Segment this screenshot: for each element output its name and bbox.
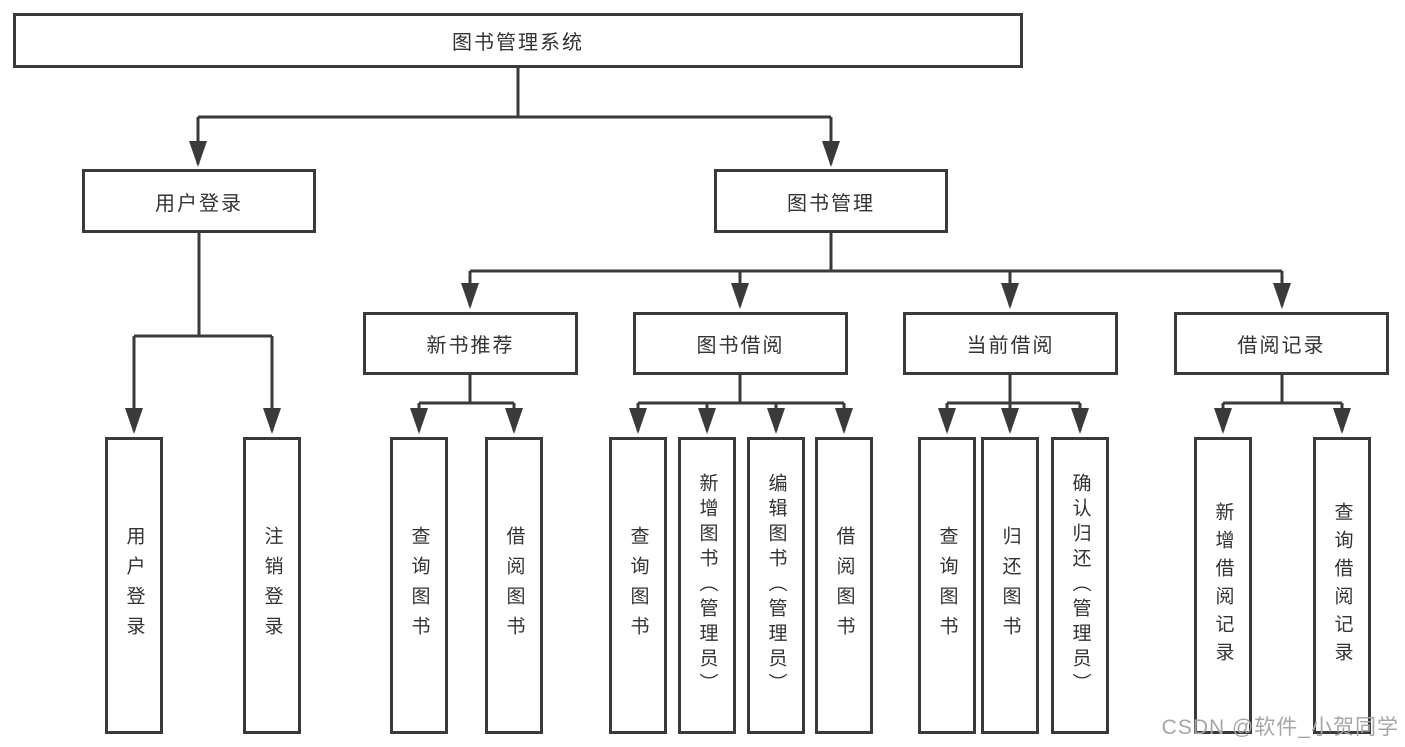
leaf-query-books-borrowing-label: 查询图书 xyxy=(627,525,649,646)
leaf-confirm-return-admin: 确认归还（管理员） xyxy=(1051,437,1109,734)
leaf-user-login: 用户登录 xyxy=(105,437,163,734)
leaf-logout-login-label: 注销登录 xyxy=(261,525,283,646)
leaf-borrow-books-borrowing: 借阅图书 xyxy=(815,437,873,734)
leaf-add-borrow-record: 新增借阅记录 xyxy=(1194,437,1252,734)
leaf-edit-book-admin: 编辑图书（管理员） xyxy=(747,437,805,734)
node-book-management-label: 图书管理 xyxy=(787,192,875,215)
node-book-borrowing: 图书借阅 xyxy=(633,312,848,375)
leaf-return-books: 归还图书 xyxy=(981,437,1039,734)
leaf-edit-book-admin-label: 编辑图书（管理员） xyxy=(765,473,787,698)
node-user-login-label: 用户登录 xyxy=(155,192,243,215)
leaf-query-books-current-label: 查询图书 xyxy=(936,525,958,646)
leaf-query-books-borrowing: 查询图书 xyxy=(609,437,667,734)
leaf-query-books-recommend: 查询图书 xyxy=(390,437,448,734)
node-current-borrowing: 当前借阅 xyxy=(903,312,1118,375)
leaf-query-books-recommend-label: 查询图书 xyxy=(408,525,430,646)
node-borrowing-records: 借阅记录 xyxy=(1174,312,1389,375)
node-user-login: 用户登录 xyxy=(82,169,316,233)
leaf-confirm-return-admin-label: 确认归还（管理员） xyxy=(1069,473,1091,698)
node-new-book-recommendation-label: 新书推荐 xyxy=(426,335,515,357)
leaf-query-borrow-record-label: 查询借阅记录 xyxy=(1331,501,1353,670)
leaf-borrow-books-borrowing-label: 借阅图书 xyxy=(833,525,855,646)
leaf-return-books-label: 归还图书 xyxy=(999,525,1021,646)
leaf-user-login-label: 用户登录 xyxy=(123,525,145,646)
node-root: 图书管理系统 xyxy=(13,13,1023,68)
node-new-book-recommendation: 新书推荐 xyxy=(363,312,578,375)
watermark: CSDN @软件_小贺同学 xyxy=(1161,716,1399,739)
node-borrowing-records-label: 借阅记录 xyxy=(1237,335,1326,357)
node-current-borrowing-label: 当前借阅 xyxy=(966,335,1055,357)
node-book-borrowing-label: 图书借阅 xyxy=(696,335,785,357)
leaf-query-books-current: 查询图书 xyxy=(918,437,976,734)
node-root-label: 图书管理系统 xyxy=(452,32,584,54)
leaf-add-book-admin-label: 新增图书（管理员） xyxy=(696,473,718,698)
node-book-management: 图书管理 xyxy=(714,169,948,233)
leaf-logout-login: 注销登录 xyxy=(243,437,301,734)
leaf-add-book-admin: 新增图书（管理员） xyxy=(678,437,736,734)
leaf-borrow-books-recommend-label: 借阅图书 xyxy=(503,525,525,646)
leaf-query-borrow-record: 查询借阅记录 xyxy=(1313,437,1371,734)
leaf-borrow-books-recommend: 借阅图书 xyxy=(485,437,543,734)
leaf-add-borrow-record-label: 新增借阅记录 xyxy=(1212,501,1234,670)
